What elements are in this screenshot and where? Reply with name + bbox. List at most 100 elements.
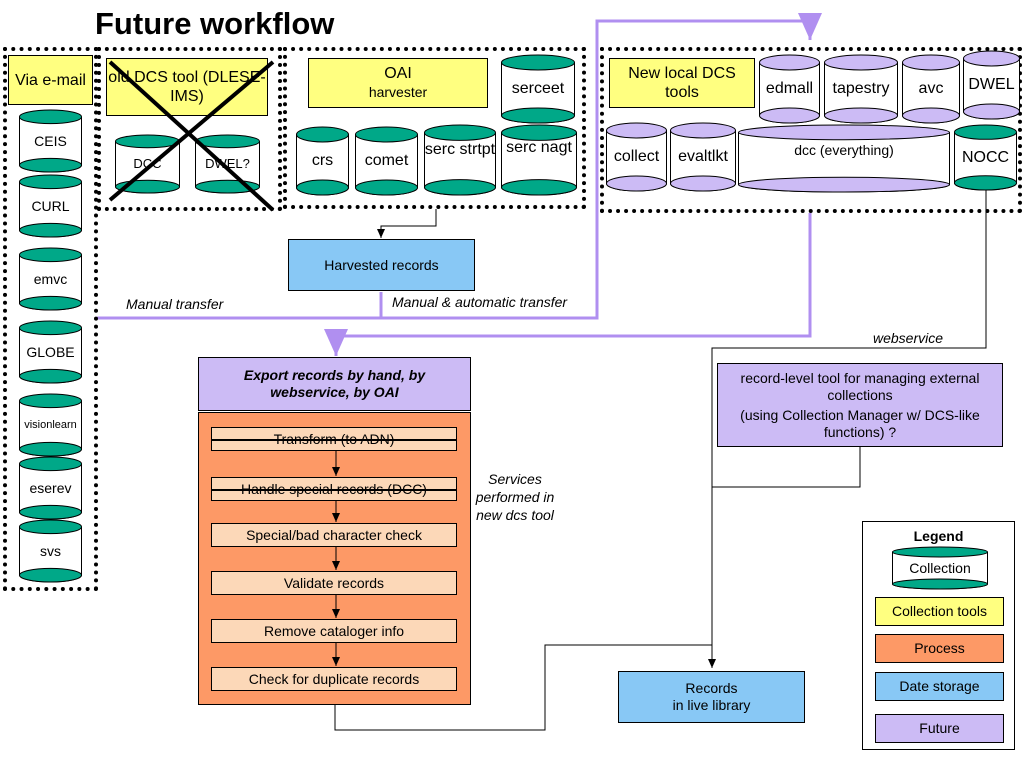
export-header: Export records by hand, by webservice, b… <box>243 367 426 400</box>
collection-serceet-label: serceet <box>511 80 565 98</box>
manual-auto-transfer-label: Manual & automatic transfer <box>392 294 568 310</box>
legend: Legend Collection Collection tools Proce… <box>862 521 1015 750</box>
collection-avc-label: avc <box>918 80 944 98</box>
oai-title: OAI <box>384 65 412 82</box>
collection-svs-label: svs <box>40 542 61 559</box>
oai-subtitle: harvester <box>368 84 428 100</box>
record-tool-line1: record-level tool for managing external … <box>740 369 980 403</box>
email-title-box: Via e-mail <box>8 55 93 105</box>
collection-evaltlkt: evaltlkt <box>669 122 737 192</box>
oai-region <box>283 47 586 209</box>
collection-nocc: NOCC <box>953 124 1018 191</box>
collection-curl: CURL <box>18 174 83 238</box>
process-step-label: Validate records <box>283 575 385 591</box>
legend-storage: Date storage <box>875 672 1004 701</box>
local-title: New local DCS tools <box>628 65 736 101</box>
process-arrows <box>332 451 340 666</box>
collection-globe-label: GLOBE <box>26 343 75 360</box>
process-step: Handle special records (DCC) <box>211 477 457 501</box>
process-step: Validate records <box>211 571 457 595</box>
local-title-box: New local DCS tools <box>609 58 755 108</box>
live-library-line1: Records <box>685 680 738 696</box>
record-tool-line <box>712 447 861 488</box>
collection-emvc-label: emvc <box>33 270 68 287</box>
live-library-line2: in live library <box>672 697 751 713</box>
live-library-box: Records in live library <box>618 671 805 723</box>
collection-collect: collect <box>605 122 668 192</box>
collection-dcc-everything: dcc (everything) <box>737 124 951 193</box>
collection-svs: svs <box>18 519 83 583</box>
strikethrough-line <box>212 489 456 491</box>
old-dcs-title-box: old DCS tool (DLESE-IMS) <box>106 58 268 116</box>
legend-process-label: Process <box>914 640 965 656</box>
legend-future-label: Future <box>919 720 960 736</box>
legend-collection-cylinder-label: Collection <box>909 559 971 576</box>
collection-serc-strtpt: serc strtpt <box>423 124 497 196</box>
legend-collection-cylinder: Collection <box>891 546 989 590</box>
collection-dwel-label: DWEL <box>968 76 1015 94</box>
legend-future: Future <box>875 714 1004 743</box>
page-title: Future workflow <box>95 6 335 41</box>
collection-avc: avc <box>901 54 961 124</box>
harvested-records-label: Harvested records <box>324 256 439 273</box>
collection-ceis: CEIS <box>18 109 83 173</box>
process-step: Transform (to ADN) <box>211 427 457 451</box>
legend-storage-label: Date storage <box>899 678 980 694</box>
export-to-records-line <box>334 644 712 731</box>
old-dcs-region <box>97 47 282 211</box>
collection-edmall-label: edmall <box>765 80 814 98</box>
record-level-tool-box: record-level tool for managing external … <box>717 363 1003 447</box>
harvested-records-box: Harvested records <box>288 239 475 291</box>
oai-to-harvested-line <box>377 209 437 238</box>
collection-crs-label: crs <box>311 152 334 170</box>
transfer-line-harvested <box>379 13 822 320</box>
email-region <box>3 47 98 591</box>
collection-serc-nagt: serc nagt <box>500 124 578 196</box>
collection-ceis-label: CEIS <box>34 132 67 149</box>
legend-tools: Collection tools <box>875 597 1004 626</box>
collection-tapestry: tapestry <box>823 54 899 124</box>
local-dcs-region <box>600 47 1022 213</box>
process-step: Special/bad character check <box>211 523 457 547</box>
old-dcs-title: old DCS tool (DLESE-IMS) <box>108 69 266 105</box>
collection-crs: crs <box>295 126 350 196</box>
process-step-label: Special/bad character check <box>246 527 422 543</box>
collection-nocc-label: NOCC <box>961 148 1010 166</box>
strikethrough-line <box>212 439 456 441</box>
collection-comet: comet <box>354 126 419 196</box>
collection-serceet: serceet <box>500 54 576 124</box>
collection-edmall: edmall <box>758 54 821 124</box>
record-tool-line2: (using Collection Manager w/ DCS-like fu… <box>740 406 980 440</box>
collection-serc-strtpt-label: serc strtpt <box>424 141 496 158</box>
collection-visionlearn-label: visionlearn <box>24 419 77 432</box>
collection-eserev-label: eserev <box>29 479 72 496</box>
webservice-label: webservice <box>873 330 944 346</box>
process-step-label: Check for duplicate records <box>248 671 420 687</box>
email-title: Via e-mail <box>15 71 86 89</box>
services-label: Services performed in new dcs tool <box>475 471 555 523</box>
collection-dwel: DWEL <box>962 50 1021 120</box>
collection-comet-label: comet <box>364 152 409 170</box>
legend-title: Legend <box>913 528 964 544</box>
collection-dcc-everything-label: dcc (everything) <box>794 142 894 158</box>
collection-curl-label: CURL <box>31 197 70 214</box>
collection-collect-label: collect <box>613 148 660 166</box>
nocc-webservice-line <box>708 190 987 668</box>
process-step: Remove cataloger info <box>211 619 457 643</box>
export-header-box: Export records by hand, by webservice, b… <box>198 357 471 411</box>
collection-tapestry-label: tapestry <box>832 80 890 98</box>
collection-visionlearn: visionlearn <box>18 393 83 457</box>
legend-tools-label: Collection tools <box>892 603 987 619</box>
export-process-box: Transform (to ADN) Handle special records… <box>198 412 471 705</box>
collection-serc-nagt-label: serc nagt <box>506 139 572 156</box>
collection-globe: GLOBE <box>18 320 83 384</box>
process-step: Check for duplicate records <box>211 667 457 691</box>
process-step-label: Remove cataloger info <box>263 623 405 639</box>
legend-process: Process <box>875 634 1004 663</box>
collection-eserev: eserev <box>18 456 83 520</box>
collection-emvc: emvc <box>18 247 83 311</box>
oai-title-box: OAI harvester <box>308 58 488 108</box>
manual-transfer-label: Manual transfer <box>126 296 224 312</box>
